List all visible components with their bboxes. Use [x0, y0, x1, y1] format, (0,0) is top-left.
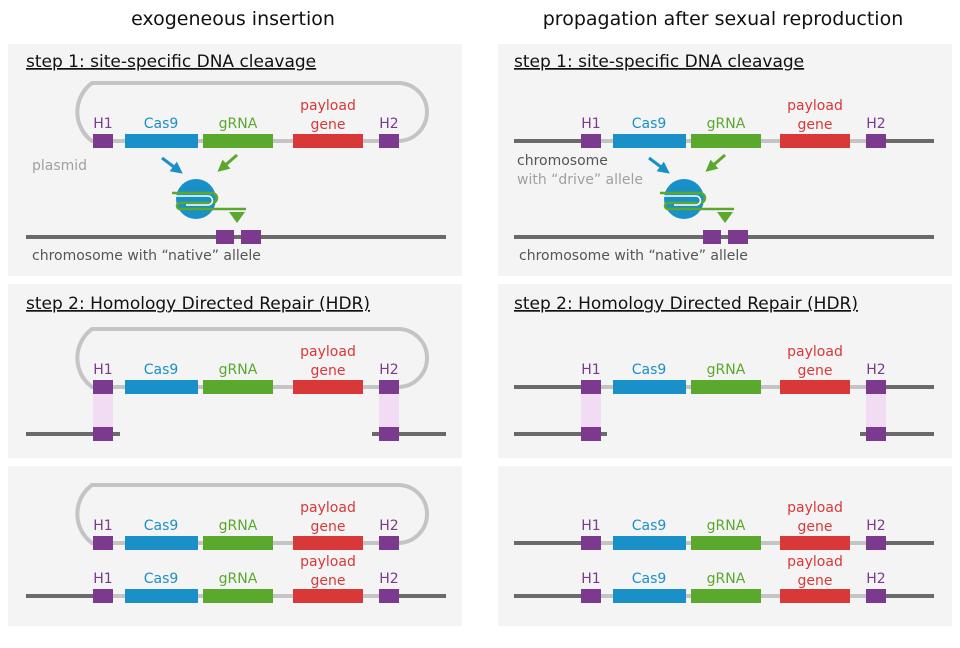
step1-title-left: step 1: site-specific DNA cleavage [26, 52, 316, 72]
svg-text:gene: gene [311, 363, 346, 379]
svg-text:gRNA: gRNA [219, 362, 258, 378]
cas9-grna-complex-left [172, 179, 246, 223]
left-column-title: exogeneous insertion [131, 8, 335, 30]
svg-text:gRNA: gRNA [219, 571, 258, 587]
svg-text:gRNA: gRNA [219, 518, 258, 534]
svg-text:H2: H2 [866, 518, 885, 534]
payload-label-line1: payload [300, 98, 356, 114]
svg-text:H2: H2 [866, 362, 885, 378]
svg-text:payload: payload [787, 344, 843, 360]
svg-text:gene: gene [798, 519, 833, 535]
svg-text:gRNA: gRNA [707, 362, 746, 378]
drive-chromosome-result-1: H1 Cas9 gRNA payload gene H2 [514, 500, 934, 550]
svg-text:payload: payload [787, 500, 843, 516]
svg-text:gene: gene [311, 519, 346, 535]
svg-text:gRNA: gRNA [707, 116, 746, 132]
svg-text:H1: H1 [93, 571, 112, 587]
svg-text:payload: payload [787, 554, 843, 570]
hdr-highlight-h1-right [581, 393, 601, 427]
svg-text:Cas9: Cas9 [632, 362, 667, 378]
cut-chromosome-right [514, 427, 934, 441]
cut-chromosome-left [26, 427, 446, 441]
svg-text:gene: gene [798, 363, 833, 379]
svg-text:H2: H2 [866, 571, 885, 587]
cut-site-marker [229, 212, 245, 223]
right-column-title: propagation after sexual reproduction [543, 8, 904, 30]
native-chromosome-left [26, 230, 446, 244]
svg-text:Cas9: Cas9 [144, 571, 179, 587]
svg-text:Cas9: Cas9 [632, 571, 667, 587]
grna-block [203, 134, 273, 148]
drive-chromosome-step2: H1 Cas9 gRNA payload gene H2 [514, 344, 934, 394]
svg-text:gene: gene [311, 573, 346, 589]
hdr-highlight-h1-left [93, 393, 113, 427]
step2-title-right: step 2: Homology Directed Repair (HDR) [514, 294, 858, 314]
svg-text:H1: H1 [581, 116, 600, 132]
svg-text:gRNA: gRNA [707, 571, 746, 587]
svg-text:payload: payload [300, 344, 356, 360]
cas9-label: Cas9 [144, 116, 179, 132]
svg-text:H1: H1 [581, 518, 600, 534]
hdr-highlight-h2-right [866, 393, 886, 427]
svg-text:payload: payload [787, 98, 843, 114]
svg-text:H1: H1 [581, 362, 600, 378]
cas9-arrow [161, 156, 183, 174]
repaired-chromosome-left: H1 Cas9 gRNA payload gene H2 [26, 554, 446, 603]
plasmid-label: plasmid [32, 158, 87, 174]
svg-text:H1: H1 [581, 571, 600, 587]
payload-label-line2: gene [311, 117, 346, 133]
native-chromosome-label-left: chromosome with “native” allele [32, 248, 261, 264]
payload-block [293, 134, 363, 148]
drive-chromosome-result-2: H1 Cas9 gRNA payload gene H2 [514, 554, 934, 603]
grna-arrow [217, 153, 238, 172]
step2-title-left: step 2: Homology Directed Repair (HDR) [26, 294, 370, 314]
drive-chromosome: H1 Cas9 gRNA payload gene H2 [514, 98, 934, 148]
native-chromosome-right [514, 230, 934, 244]
svg-text:gene: gene [798, 117, 833, 133]
plasmid-backbone [75, 81, 429, 143]
svg-text:gene: gene [798, 573, 833, 589]
h1-block [93, 134, 113, 148]
svg-text:H1: H1 [93, 362, 112, 378]
svg-text:H2: H2 [379, 362, 398, 378]
svg-text:Cas9: Cas9 [632, 518, 667, 534]
hdr-highlight-h2-left [379, 393, 399, 427]
svg-text:gRNA: gRNA [707, 518, 746, 534]
svg-text:Cas9: Cas9 [144, 362, 179, 378]
grna-arrow-right [705, 153, 726, 172]
svg-text:H1: H1 [93, 518, 112, 534]
drive-allele-label: with “drive” allele [517, 172, 643, 188]
svg-text:H2: H2 [379, 518, 398, 534]
plasmid-construct: H1 Cas9 gRNA payload gene H2 [93, 98, 399, 148]
h2-block [379, 134, 399, 148]
svg-text:H2: H2 [866, 116, 885, 132]
cas9-arrow-right [648, 156, 670, 174]
step1-title-right: step 1: site-specific DNA cleavage [514, 52, 804, 72]
svg-text:H2: H2 [379, 571, 398, 587]
cas9-block [125, 134, 198, 148]
svg-text:payload: payload [300, 500, 356, 516]
grna-label: gRNA [219, 116, 258, 132]
svg-text:Cas9: Cas9 [144, 518, 179, 534]
cas9-grna-complex-right [660, 179, 734, 223]
svg-text:payload: payload [300, 554, 356, 570]
h1-label: H1 [93, 116, 112, 132]
svg-text:Cas9: Cas9 [632, 116, 667, 132]
plasmid-construct-result: H1 Cas9 gRNA payload gene H2 [93, 500, 399, 550]
native-chromosome-label-right: chromosome with “native” allele [519, 248, 748, 264]
chromosome-label: chromosome [517, 153, 608, 169]
plasmid-construct-step2: H1 Cas9 gRNA payload gene H2 [93, 344, 399, 394]
h2-label: H2 [379, 116, 398, 132]
